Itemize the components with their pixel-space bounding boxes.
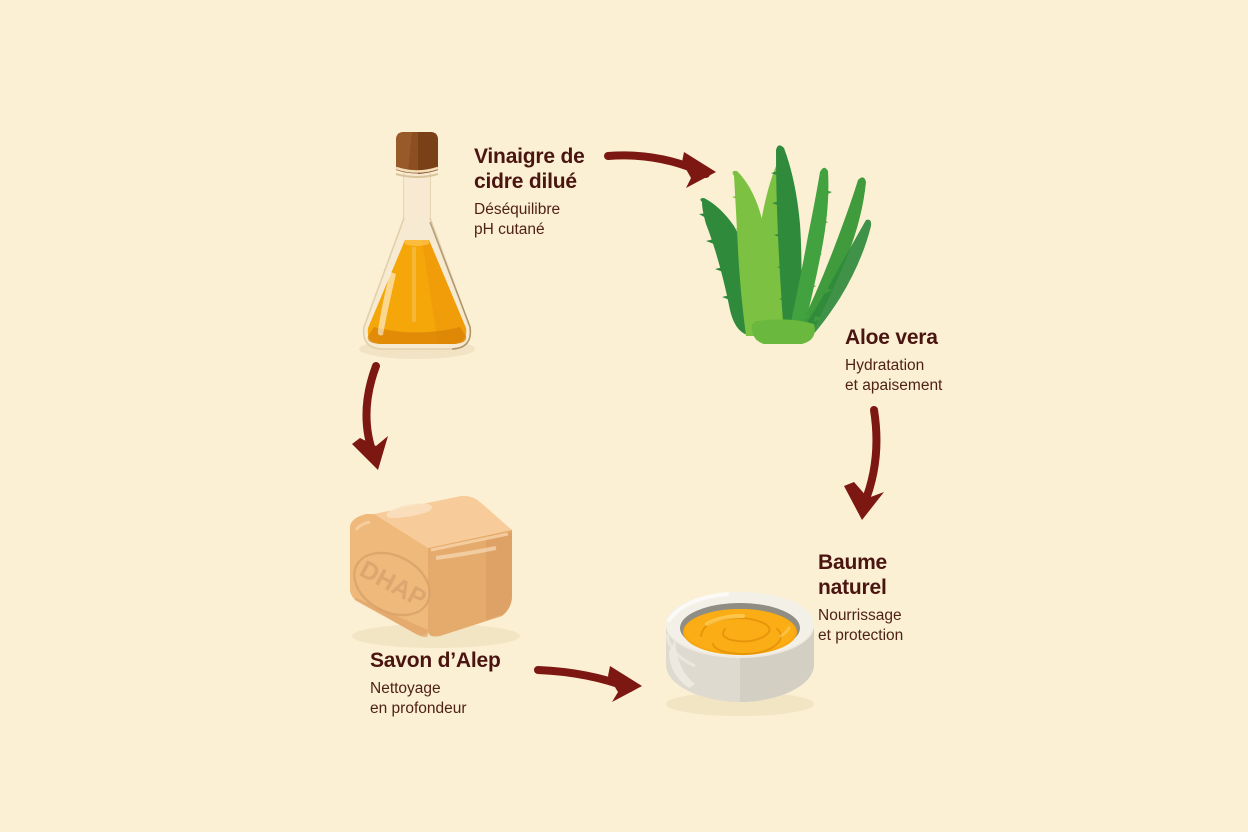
soap-subtitle: Nettoyage en profondeur bbox=[370, 680, 467, 717]
soap-bar-icon: DHAP bbox=[350, 495, 520, 648]
node-soap: DHAP Savon d’Alep Nettoyage en profondeu… bbox=[336, 486, 536, 717]
label-aloe: Aloe vera Hydratation et apaisement bbox=[845, 325, 1005, 396]
label-balm: Baume naturel Nourrissage et protection bbox=[818, 550, 968, 646]
aloe-subtitle: Hydratation et apaisement bbox=[845, 357, 943, 394]
label-vinegar: Vinaigre de cidre dilué Déséquilibre pH … bbox=[474, 144, 624, 240]
label-soap: Savon d’Alep Nettoyage en profondeur bbox=[370, 648, 560, 719]
arrow-aloe-to-balm bbox=[844, 406, 884, 520]
vinegar-title: Vinaigre de cidre dilué bbox=[474, 145, 585, 193]
aloe-title: Aloe vera bbox=[845, 326, 938, 349]
balm-jar-icon bbox=[665, 592, 814, 716]
arrow-vinegar-to-soap bbox=[352, 362, 388, 470]
node-aloe: Aloe vera Hydratation et apaisement bbox=[690, 140, 942, 394]
soap-title: Savon d’Alep bbox=[370, 649, 501, 672]
flask-bottle-icon bbox=[359, 132, 475, 359]
aloe-plant-icon bbox=[699, 145, 872, 344]
balm-subtitle: Nourrissage et protection bbox=[818, 607, 904, 644]
node-vinegar: Vinaigre de cidre dilué Déséquilibre pH … bbox=[352, 122, 585, 362]
vinegar-subtitle: Déséquilibre pH cutané bbox=[474, 201, 561, 238]
balm-title: Baume naturel bbox=[818, 551, 888, 599]
node-balm: Baume naturel Nourrissage et protection bbox=[655, 551, 903, 718]
